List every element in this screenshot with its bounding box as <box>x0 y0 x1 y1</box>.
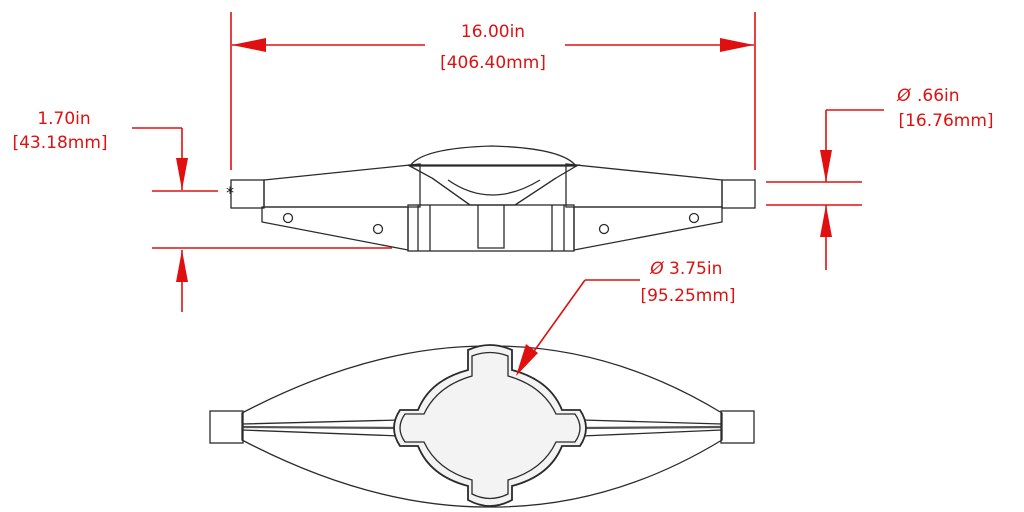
top-body <box>241 345 723 508</box>
dimension-end-diameter: Ø .66in [16.76mm] <box>766 86 994 270</box>
bracket-hole <box>688 212 700 224</box>
end-diameter-symbol: Ø <box>896 86 911 106</box>
center-diameter-imperial: 3.75in <box>669 259 722 279</box>
center-diameter-symbol: Ø <box>649 259 664 279</box>
left-bracket <box>261 206 409 251</box>
bracket-hole <box>282 212 294 224</box>
datum-marker: * <box>226 183 234 202</box>
end-diameter-metric: [16.76mm] <box>898 111 993 131</box>
bracket-hole <box>372 223 384 235</box>
overall-length-imperial: 16.00in <box>461 22 525 42</box>
center-diameter-metric: [95.25mm] <box>640 286 735 306</box>
height-metric: [43.18mm] <box>12 133 107 153</box>
bracket-hole <box>598 223 610 235</box>
dimension-center-diameter: Ø 3.75in [95.25mm] <box>516 259 736 376</box>
hub-core <box>407 204 575 252</box>
dimension-height: 1.70in [43.18mm] * <box>12 109 392 312</box>
dimension-overall-length: 16.00in [406.40mm] <box>230 12 756 170</box>
top-view <box>209 344 755 508</box>
right-bracket <box>573 206 723 251</box>
left-end-cap <box>230 179 265 209</box>
overall-length-metric: [406.40mm] <box>440 53 546 73</box>
right-arm <box>565 163 723 208</box>
top-right-end-cap <box>720 410 755 444</box>
side-view <box>230 145 756 252</box>
right-end-cap <box>721 179 756 209</box>
center-hub <box>407 164 581 206</box>
top-left-end-cap <box>209 410 244 444</box>
center-dome <box>408 145 578 167</box>
center-bore <box>393 344 587 507</box>
height-imperial: 1.70in <box>37 109 90 129</box>
end-diameter-imperial: .66in <box>917 86 960 106</box>
left-arm <box>263 163 421 208</box>
